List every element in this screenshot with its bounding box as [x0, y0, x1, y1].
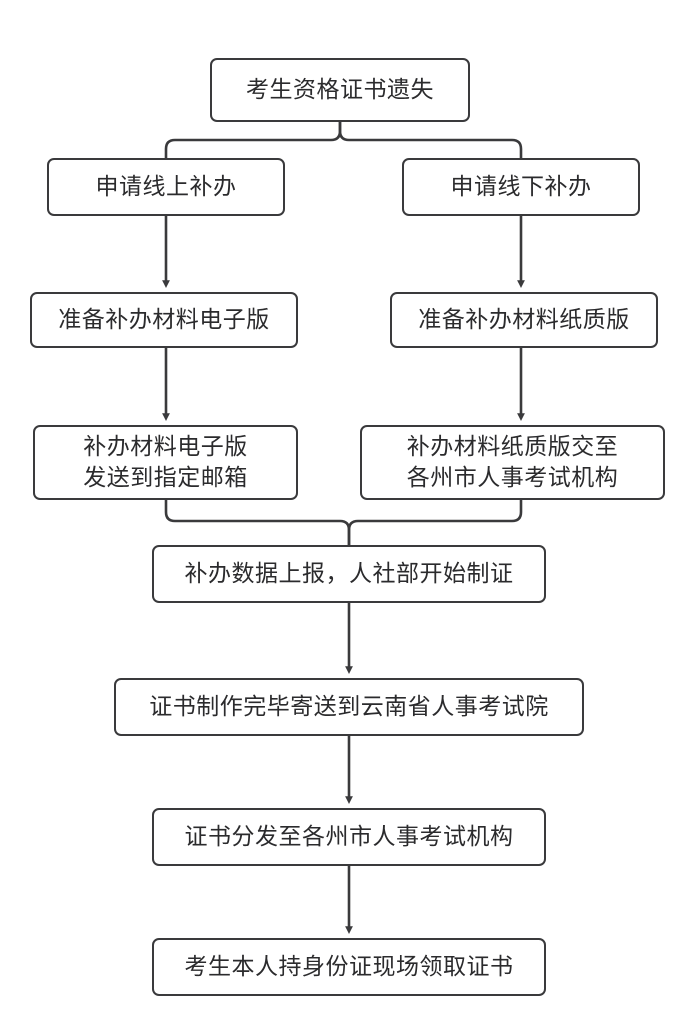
node-send-email[interactable]: 补办材料电子版 发送到指定邮箱: [33, 425, 298, 500]
node-prepare-digital[interactable]: 准备补办材料电子版: [30, 292, 298, 348]
node-distribute[interactable]: 证书分发至各州市人事考试机构: [152, 808, 546, 866]
node-online-apply[interactable]: 申请线上补办: [47, 158, 285, 216]
brace-split-connector: [164, 120, 523, 160]
node-ship-to-province[interactable]: 证书制作完毕寄送到云南省人事考试院: [114, 678, 584, 736]
node-start[interactable]: 考生资格证书遗失: [210, 58, 470, 122]
node-prepare-paper[interactable]: 准备补办材料纸质版: [390, 292, 658, 348]
node-offline-apply[interactable]: 申请线下补办: [402, 158, 640, 216]
node-collect[interactable]: 考生本人持身份证现场领取证书: [152, 938, 546, 996]
node-submit-paper[interactable]: 补办材料纸质版交至 各州市人事考试机构: [360, 425, 665, 500]
brace-merge-connector: [164, 498, 523, 547]
node-report-data[interactable]: 补办数据上报，人社部开始制证: [152, 545, 546, 603]
